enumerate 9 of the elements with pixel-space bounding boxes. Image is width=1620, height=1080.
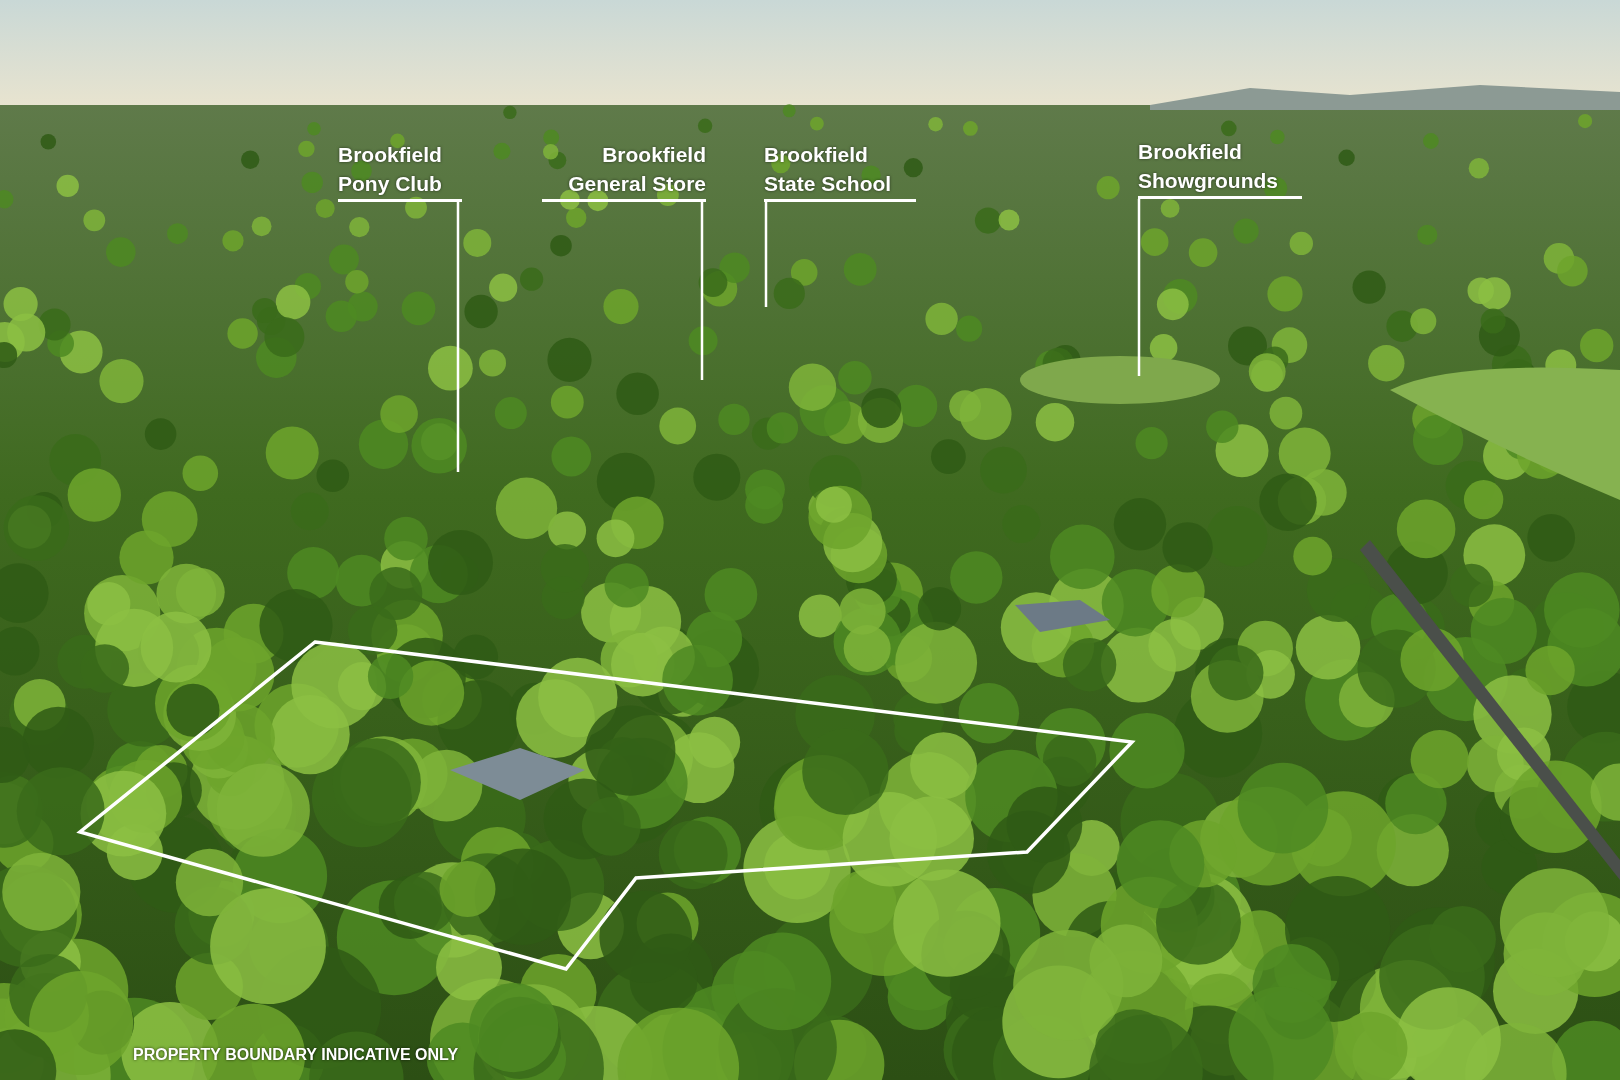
place-label: Brookfield State School bbox=[764, 140, 916, 202]
place-label: Brookfield Pony Club bbox=[338, 140, 462, 202]
leader-line bbox=[1137, 199, 1141, 376]
disclaimer-note: PROPERTY BOUNDARY INDICATIVE ONLY bbox=[133, 1046, 459, 1064]
leader-line bbox=[456, 202, 460, 472]
place-label: Brookfield General Store bbox=[542, 140, 706, 202]
leader-line bbox=[764, 202, 768, 307]
place-label: Brookfield Showgrounds bbox=[1138, 137, 1302, 199]
leader-line bbox=[700, 202, 704, 380]
